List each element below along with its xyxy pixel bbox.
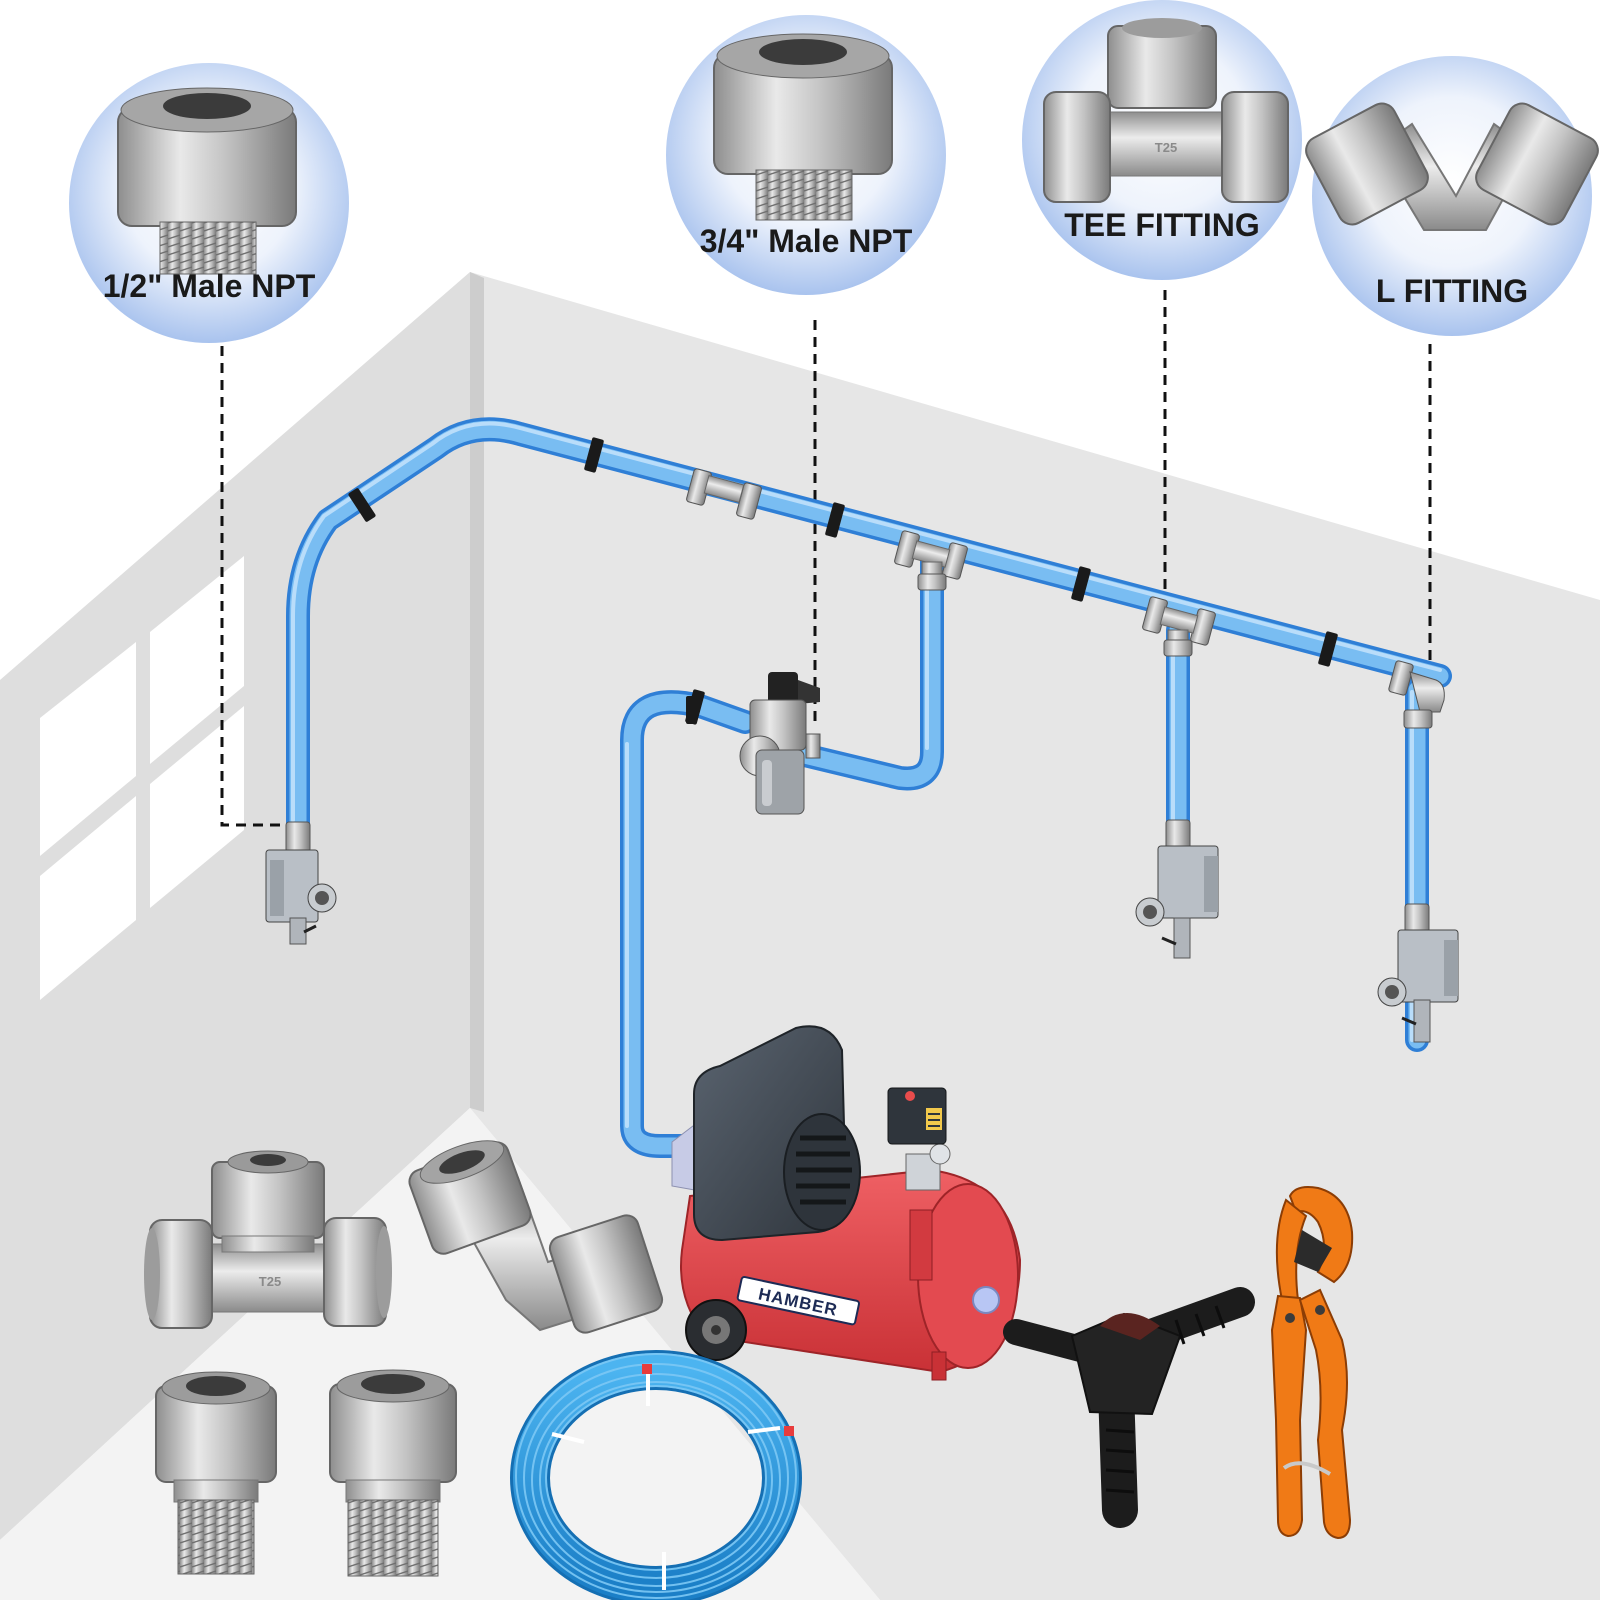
tee-stamp: T25 bbox=[259, 1274, 281, 1289]
tee-fitting-upper bbox=[894, 530, 968, 591]
inline-fittings bbox=[686, 468, 1445, 729]
wall-corner-edge bbox=[470, 272, 484, 1112]
pipe-cutter-icon bbox=[1270, 1186, 1354, 1540]
reamer-tool-icon bbox=[1003, 1287, 1255, 1528]
callout-half-inch: 1/2" Male NPT bbox=[69, 63, 349, 343]
union-coupling bbox=[686, 468, 762, 520]
pipe-coil-icon bbox=[510, 1350, 802, 1600]
callout-tee: T25 TEE FITTING bbox=[1022, 0, 1302, 280]
callout-elbow: L FITTING bbox=[1305, 56, 1599, 336]
half-inch-connector-icon bbox=[155, 1371, 277, 1575]
cutter-handle-left bbox=[1270, 1294, 1308, 1538]
elbow-fitting-icon bbox=[408, 1140, 664, 1334]
three-quarter-connector-icon bbox=[329, 1369, 457, 1577]
callout-three-quarter-label: 3/4" Male NPT bbox=[700, 223, 913, 259]
callout-three-quarter: 3/4" Male NPT bbox=[666, 15, 946, 295]
wall-outlet-middle bbox=[1135, 819, 1219, 959]
three-quarter-bubble-icon bbox=[713, 33, 893, 221]
elbow-fitting-corner bbox=[1388, 660, 1445, 729]
filter-regulator bbox=[739, 672, 821, 815]
tee-bubble-icon: T25 bbox=[1043, 18, 1289, 203]
cutter-handle-right bbox=[1298, 1288, 1352, 1540]
pipe-network bbox=[286, 417, 1452, 1158]
half-inch-bubble-icon bbox=[117, 87, 297, 275]
wall-outlet-right bbox=[1377, 903, 1459, 1043]
callout-elbow-label: L FITTING bbox=[1376, 273, 1528, 309]
tee-fitting-right bbox=[1142, 596, 1216, 657]
wall-outlet-left bbox=[265, 821, 337, 945]
left-wall bbox=[0, 272, 470, 1540]
regulator-knob bbox=[768, 672, 798, 706]
air-compressor-icon: HAMBER bbox=[671, 1025, 1022, 1381]
tee-fitting-icon: T25 bbox=[144, 1150, 392, 1329]
leader-half-inch bbox=[220, 346, 282, 827]
callout-tee-label: TEE FITTING bbox=[1064, 207, 1260, 243]
callout-leaders bbox=[220, 290, 1432, 827]
elbow-bubble-icon bbox=[1305, 102, 1599, 231]
pipe-clips bbox=[348, 437, 1338, 725]
tee-bubble-stamp: T25 bbox=[1155, 140, 1177, 155]
callout-half-inch-label: 1/2" Male NPT bbox=[103, 268, 316, 304]
